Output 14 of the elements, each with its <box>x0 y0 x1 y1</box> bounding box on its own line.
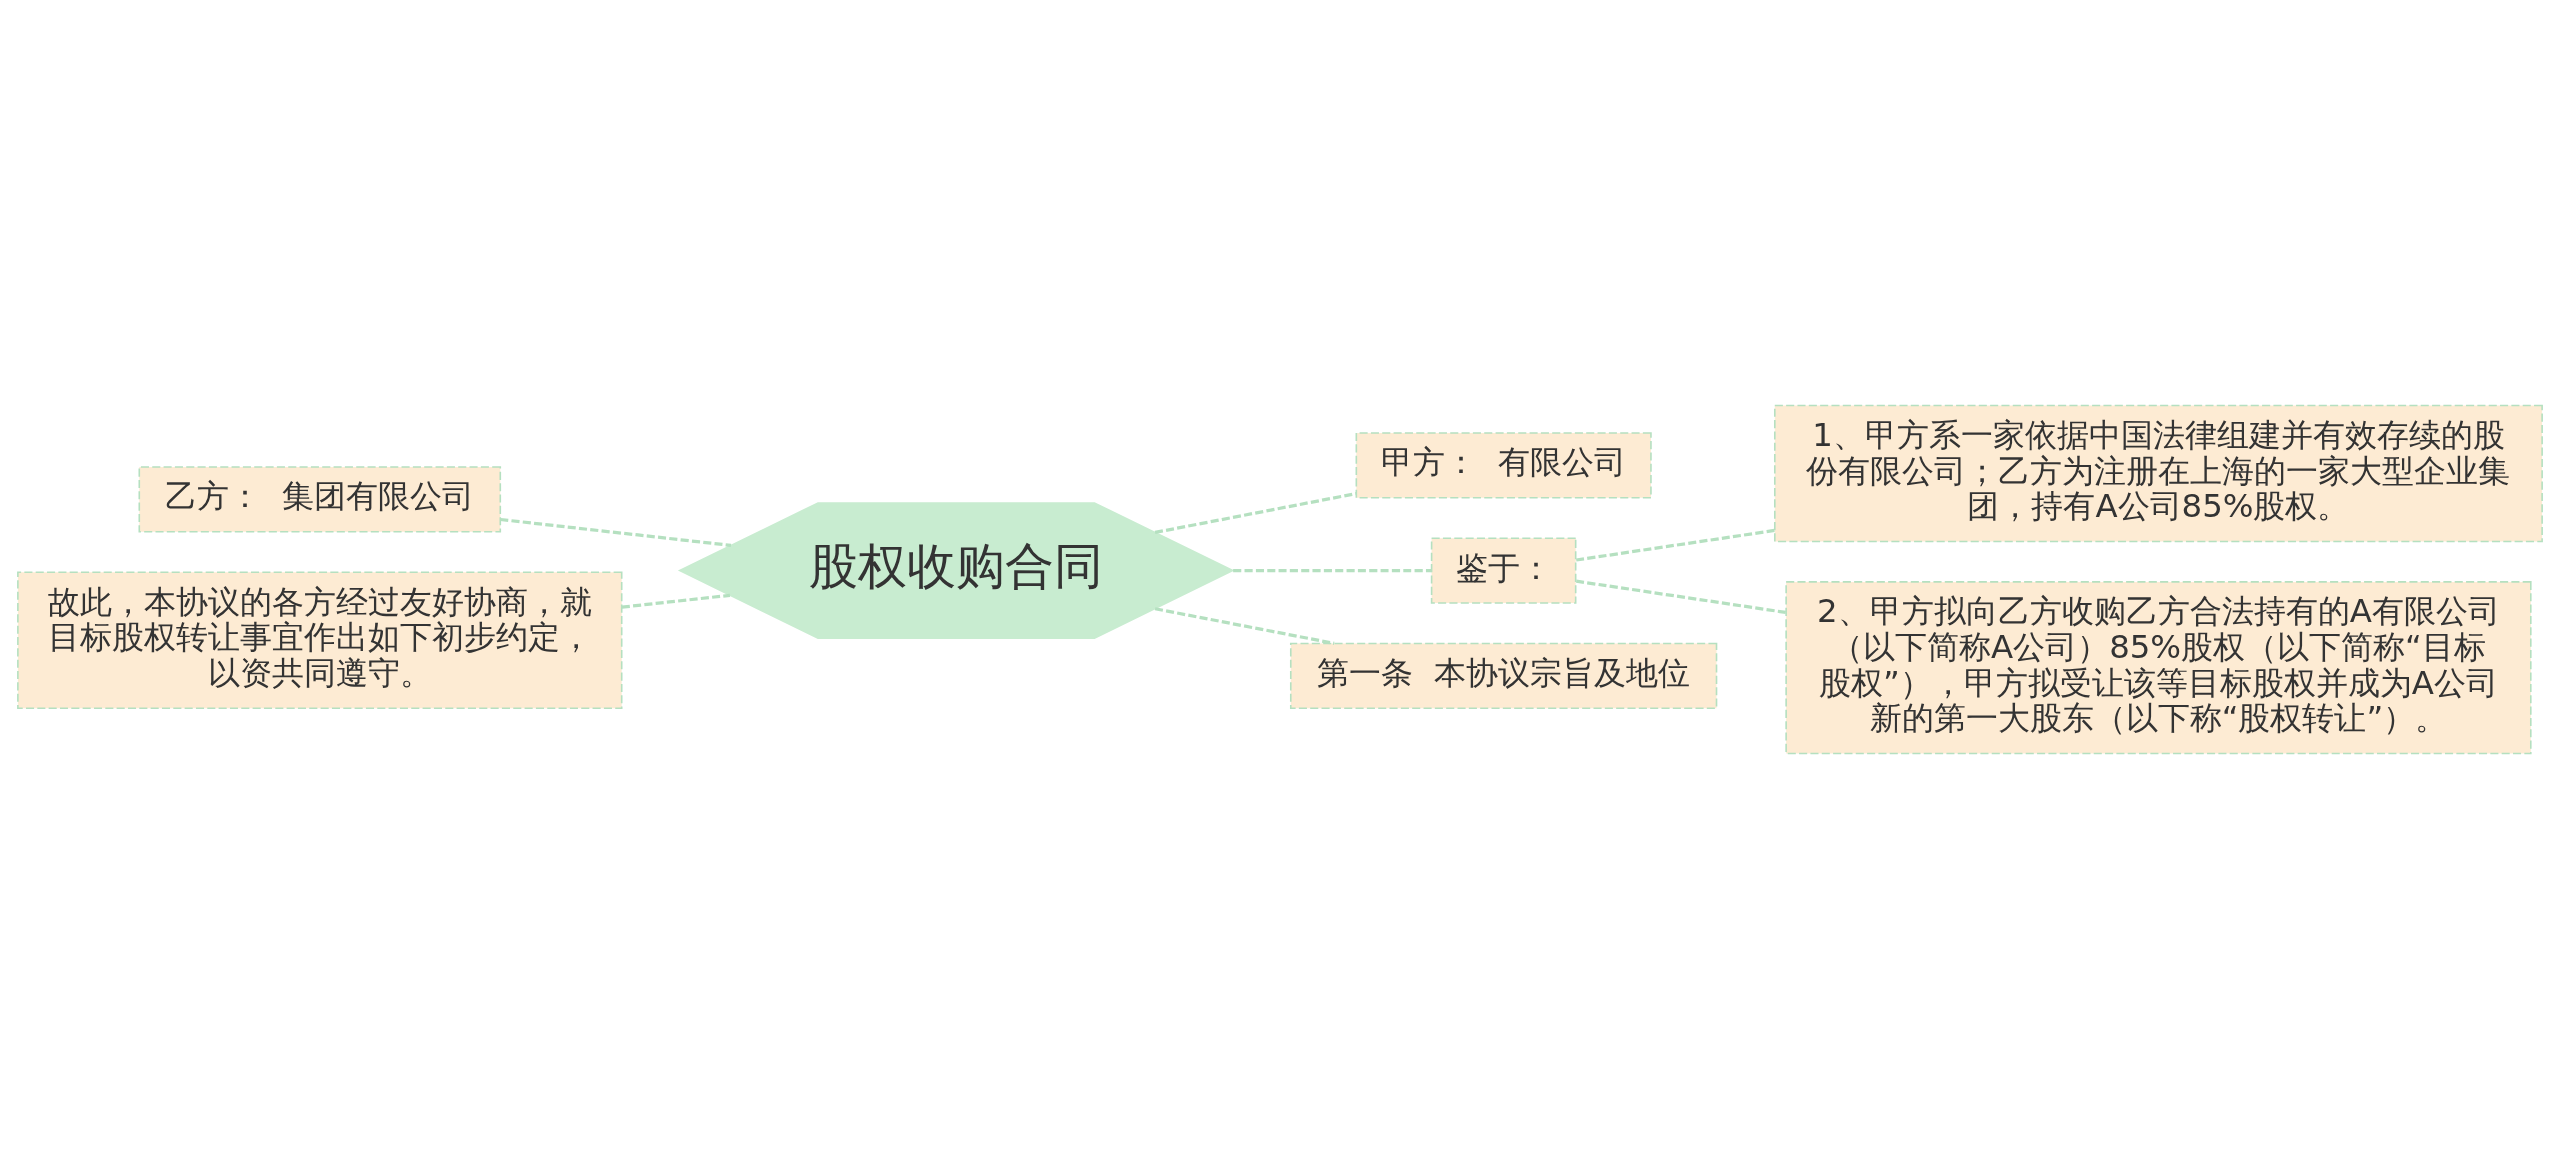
node-box: 1、甲方系一家依据中国法律组建并有效存续的股份有限公司；乙方为注册在上海的一家大型企业集团，持有A公司85%股权。 <box>1774 404 2543 542</box>
connector <box>1576 528 1775 562</box>
node-box: 鉴于： <box>1430 536 1577 604</box>
connector <box>621 593 731 609</box>
node-box: 甲方： 有限公司 <box>1355 431 1652 499</box>
node-box: 乙方： 集团有限公司 <box>138 465 502 533</box>
connector <box>1154 606 1335 645</box>
connector <box>500 517 732 547</box>
connector <box>1154 491 1357 534</box>
connector <box>1576 579 1786 614</box>
connector <box>1233 568 1432 572</box>
node-box: 故此，本协议的各方经过友好协商，就目标股权转让事宜作出如下初步约定，以资共同遵守。 <box>17 570 623 709</box>
node-box: 2、甲方拟向乙方收购乙方合法持有的A有限公司（以下简称A公司）85%股权（以下简称“目标股权”），甲方拟受让该等目标股权并成为A公司新的第一大股东（以下称“股权转让”）。 <box>1785 580 2532 754</box>
node-box: 第一条 本协议宗旨及地位 <box>1289 642 1718 709</box>
